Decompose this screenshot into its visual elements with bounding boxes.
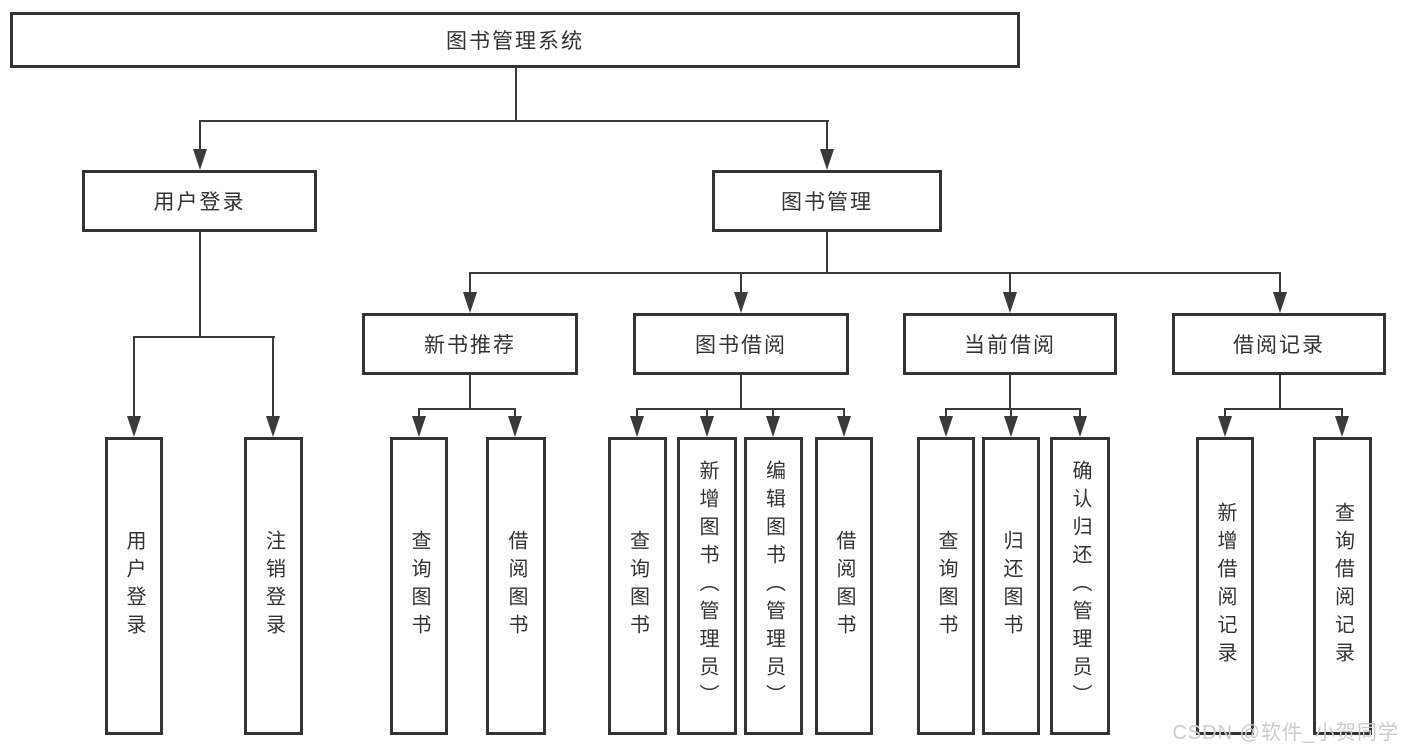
arrowhead-down-icon bbox=[734, 292, 748, 313]
node-query-books-borrow: 查询图书 bbox=[608, 437, 667, 735]
node-logout: 注销登录 bbox=[244, 437, 303, 735]
node-label: 借阅记录 bbox=[1233, 334, 1325, 357]
arrowhead-down-icon bbox=[630, 416, 644, 437]
node-label: 查询借阅记录 bbox=[1331, 502, 1354, 670]
connector-stem bbox=[133, 336, 135, 422]
connector-stem bbox=[199, 232, 201, 338]
node-book-management: 图书管理 bbox=[712, 170, 942, 232]
node-label: 新增图书（管理员） bbox=[696, 460, 718, 712]
node-label: 用户登录 bbox=[123, 530, 145, 642]
arrowhead-down-icon bbox=[1218, 416, 1232, 437]
connector-stem bbox=[1279, 272, 1281, 298]
arrowhead-down-icon bbox=[1003, 292, 1017, 313]
node-confirm-return-admin: 确认归还（管理员） bbox=[1050, 437, 1110, 735]
node-borrow-books: 借阅图书 bbox=[815, 437, 873, 735]
node-return-books: 归还图书 bbox=[982, 437, 1040, 735]
connector-root-stem bbox=[515, 68, 517, 122]
connector-bar bbox=[945, 408, 1081, 410]
connector-stem bbox=[826, 232, 828, 274]
node-add-book-admin: 新增图书（管理员） bbox=[677, 437, 737, 735]
connector-stem bbox=[1010, 408, 1012, 422]
arrowhead-down-icon bbox=[766, 416, 780, 437]
node-label: 归还图书 bbox=[1000, 530, 1022, 642]
connector-stem bbox=[843, 408, 845, 422]
connector-stem bbox=[418, 408, 420, 422]
node-edit-book-admin: 编辑图书（管理员） bbox=[744, 437, 803, 735]
node-user-login: 用户登录 bbox=[82, 170, 317, 232]
node-label: 用户登录 bbox=[153, 191, 246, 214]
arrowhead-down-icon bbox=[1004, 416, 1018, 437]
arrowhead-down-icon bbox=[193, 149, 207, 170]
connector-stem bbox=[636, 408, 638, 422]
arrowhead-down-icon bbox=[1335, 416, 1349, 437]
arrowhead-down-icon bbox=[508, 416, 522, 437]
connector-bar bbox=[1224, 408, 1343, 410]
node-user-login-leaf: 用户登录 bbox=[105, 437, 163, 735]
connector-stem bbox=[706, 408, 708, 422]
node-label: 图书管理 bbox=[781, 191, 873, 214]
connector-stem bbox=[826, 120, 828, 154]
node-label: 确认归还（管理员） bbox=[1069, 460, 1091, 712]
connector-stem bbox=[772, 408, 774, 422]
node-current-borrowing: 当前借阅 bbox=[903, 313, 1117, 375]
connector-bar bbox=[133, 336, 275, 338]
node-query-books-recommend: 查询图书 bbox=[390, 437, 448, 735]
node-label: 当前借阅 bbox=[964, 334, 1056, 357]
connector-stem bbox=[199, 120, 201, 154]
connector-stem bbox=[469, 272, 471, 298]
connector-stem bbox=[514, 408, 516, 422]
connector-stem bbox=[469, 375, 471, 410]
arrowhead-down-icon bbox=[1073, 416, 1087, 437]
node-new-book-recommendation: 新书推荐 bbox=[362, 313, 578, 375]
connector-stem bbox=[1009, 272, 1011, 298]
connector-bar bbox=[418, 408, 516, 410]
node-add-borrow-record: 新增借阅记录 bbox=[1196, 437, 1254, 735]
connector-stem bbox=[272, 336, 274, 422]
node-label: 借阅图书 bbox=[505, 530, 527, 642]
node-label: 编辑图书（管理员） bbox=[762, 460, 785, 712]
node-label: 查询图书 bbox=[626, 530, 649, 642]
connector-stem bbox=[1224, 408, 1226, 422]
connector-stem bbox=[1079, 408, 1081, 422]
node-label: 新增借阅记录 bbox=[1214, 502, 1236, 670]
node-query-borrow-record: 查询借阅记录 bbox=[1313, 437, 1372, 735]
connector-stem bbox=[1279, 375, 1281, 410]
node-label: 借阅图书 bbox=[833, 530, 855, 642]
connector-level2-bar bbox=[199, 120, 829, 122]
arrowhead-down-icon bbox=[463, 292, 477, 313]
connector-stem bbox=[945, 408, 947, 422]
connector-stem bbox=[1009, 375, 1011, 410]
connector-stem bbox=[740, 375, 742, 410]
connector-stem bbox=[1341, 408, 1343, 422]
node-label: 注销登录 bbox=[262, 530, 285, 642]
connector-level3-bar bbox=[469, 272, 1281, 274]
node-library-management-system: 图书管理系统 bbox=[10, 12, 1020, 68]
arrowhead-down-icon bbox=[266, 416, 280, 437]
node-borrow-books-recommend: 借阅图书 bbox=[486, 437, 546, 735]
arrowhead-down-icon bbox=[1273, 292, 1287, 313]
arrowhead-down-icon bbox=[837, 416, 851, 437]
csdn-watermark: CSDN @软件_小贺同学 bbox=[1172, 722, 1399, 744]
node-label: 图书管理系统 bbox=[446, 30, 584, 53]
connector-bar bbox=[636, 408, 845, 410]
arrowhead-down-icon bbox=[412, 416, 426, 437]
node-label: 新书推荐 bbox=[424, 334, 516, 357]
arrowhead-down-icon bbox=[820, 149, 834, 170]
node-label: 图书借阅 bbox=[695, 334, 787, 357]
connector-stem bbox=[740, 272, 742, 298]
node-book-borrowing: 图书借阅 bbox=[633, 313, 849, 375]
node-borrowing-records: 借阅记录 bbox=[1172, 313, 1386, 375]
arrowhead-down-icon bbox=[127, 416, 141, 437]
arrowhead-down-icon bbox=[939, 416, 953, 437]
node-label: 查询图书 bbox=[408, 530, 430, 642]
arrowhead-down-icon bbox=[700, 416, 714, 437]
node-label: 查询图书 bbox=[935, 530, 957, 642]
node-query-books-current: 查询图书 bbox=[917, 437, 975, 735]
